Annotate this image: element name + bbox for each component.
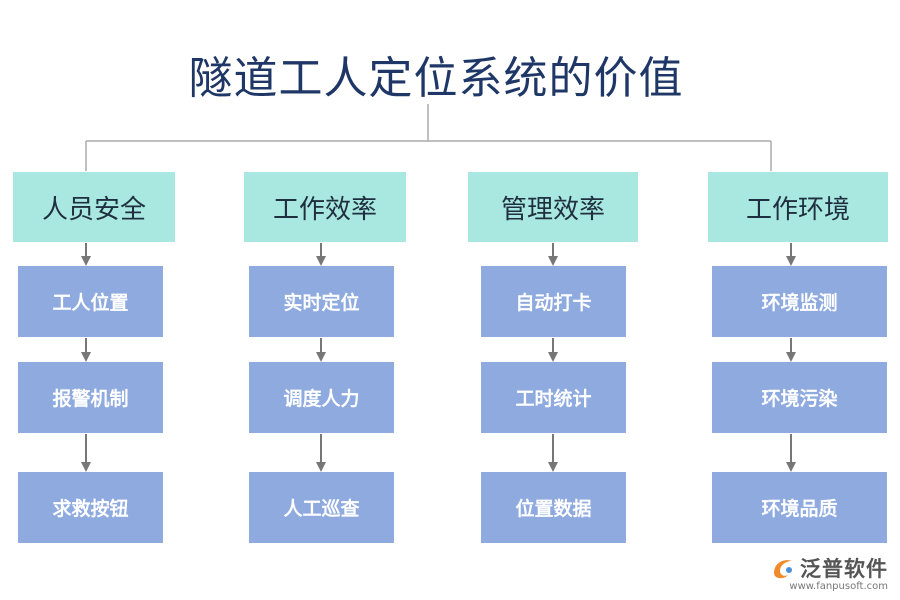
node-box: 环境污染 [712, 362, 887, 433]
brand-name: 泛普软件 [800, 557, 888, 581]
node-box: 工人位置 [18, 266, 163, 337]
node-box: 环境监测 [712, 266, 887, 337]
brand-url: www.fanpusoft.com [789, 581, 888, 592]
node-box: 工时统计 [481, 362, 626, 433]
category-box-work-environment: 工作环境 [708, 172, 888, 242]
node-box: 报警机制 [18, 362, 163, 433]
category-box-management-efficiency: 管理效率 [468, 172, 638, 242]
node-box: 求救按钮 [18, 472, 163, 543]
category-box-work-efficiency: 工作效率 [244, 172, 406, 242]
node-box: 调度人力 [249, 362, 394, 433]
node-box: 人工巡查 [249, 472, 394, 543]
category-box-personnel-safety: 人员安全 [13, 172, 175, 242]
brand-swirl-icon [774, 560, 792, 579]
node-box: 自动打卡 [481, 266, 626, 337]
node-box: 位置数据 [481, 472, 626, 543]
node-box: 实时定位 [249, 266, 394, 337]
node-box: 环境品质 [712, 472, 887, 543]
brand-logo: 泛普软件 www.fanpusoft.com [770, 553, 888, 592]
diagram-title: 隧道工人定位系统的价值 [188, 53, 684, 104]
